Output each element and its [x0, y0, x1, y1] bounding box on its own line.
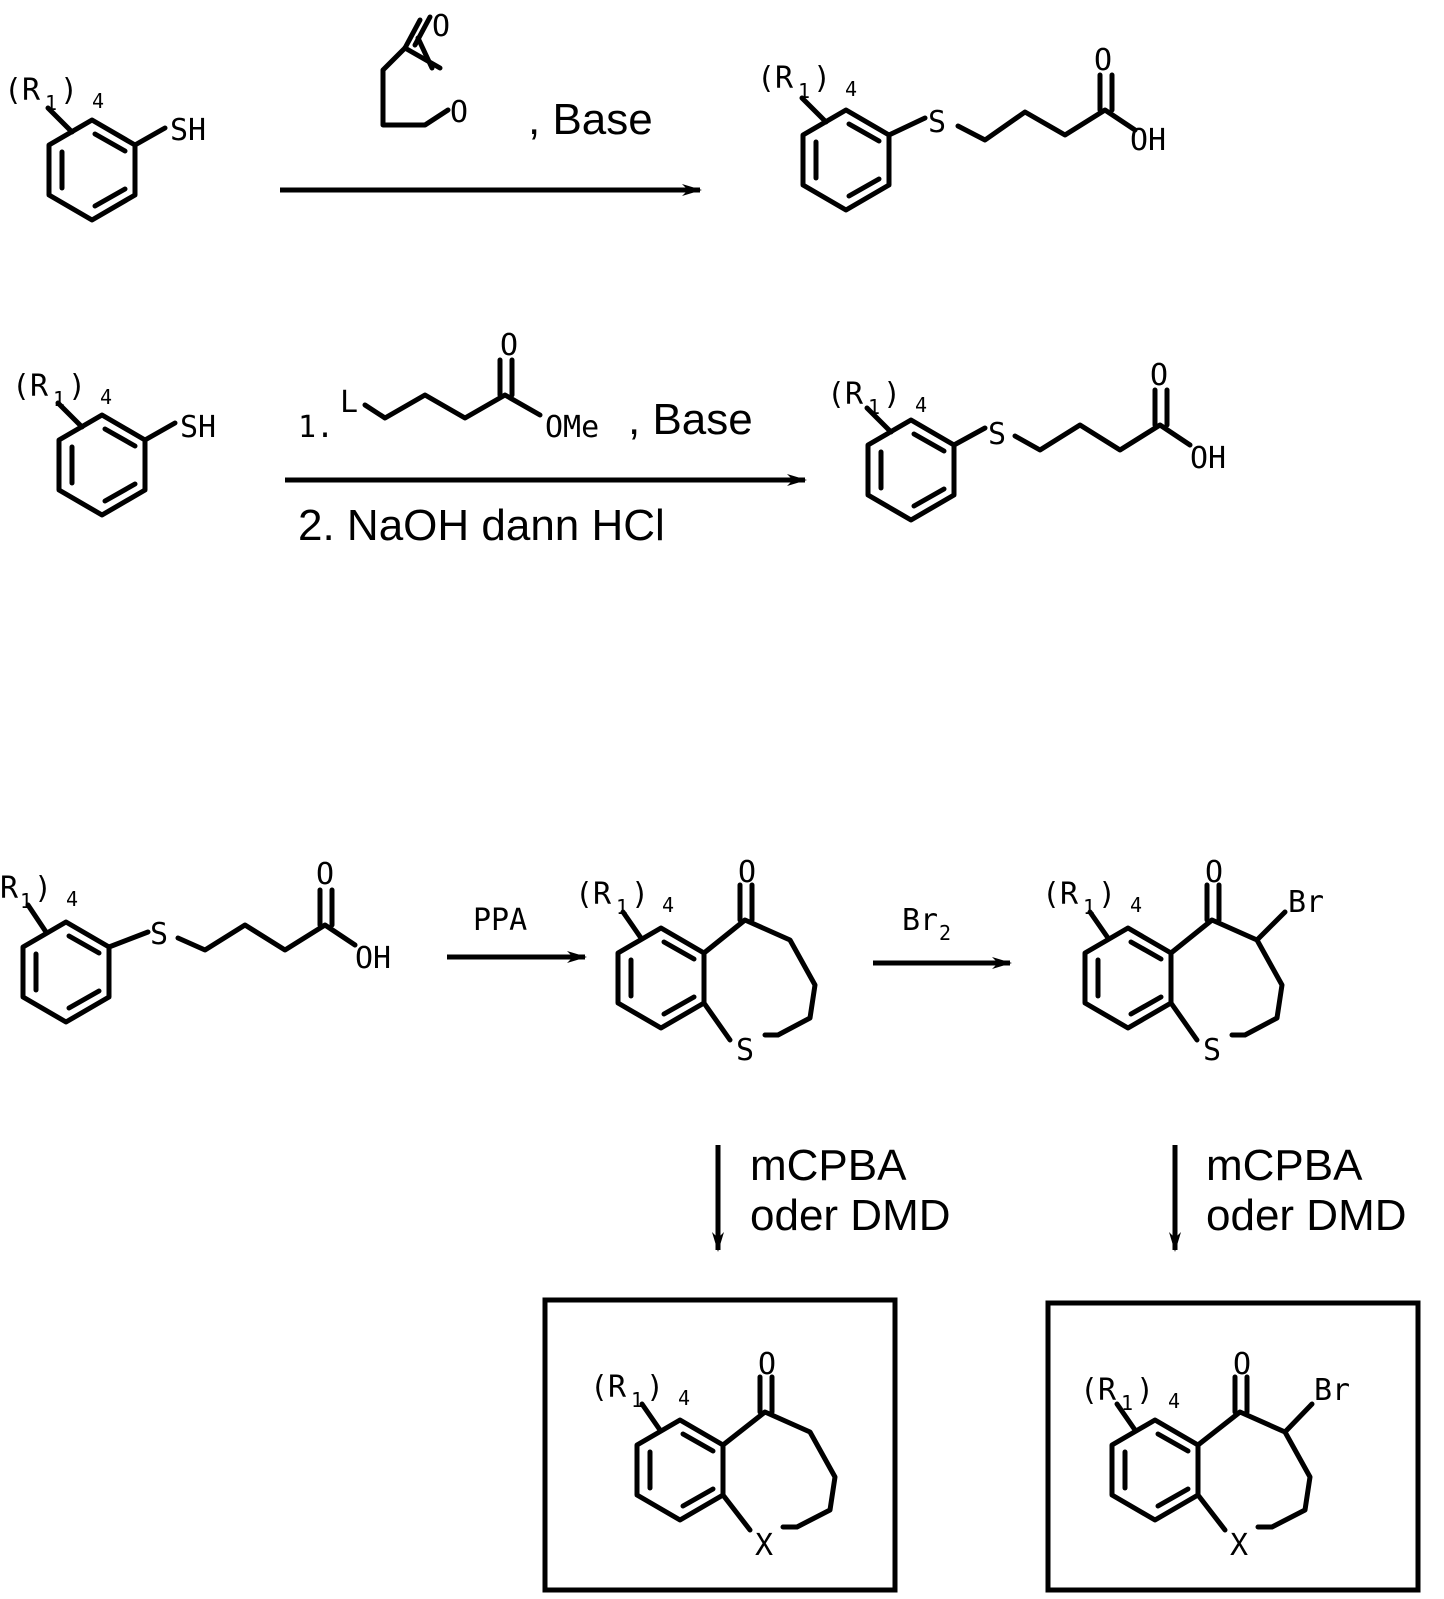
s-label: S [928, 105, 946, 140]
s-label: S [988, 417, 1006, 452]
thioether-acid-product-2: S O OH (R 1 ) 4 [827, 358, 1226, 520]
r-close-label: ) [883, 377, 901, 412]
ring-s-label: S [1203, 1033, 1221, 1068]
r-label: R [0, 871, 19, 906]
r-close-label: ) [60, 73, 78, 108]
bromo-benzothiepinone-structure: O Br S (R 1 ) 4 [1042, 855, 1324, 1068]
ring-s-label: S [736, 1033, 754, 1068]
r-open-label: (R [757, 61, 794, 96]
br2-label: Br [902, 903, 938, 938]
acid-o-label: O [316, 857, 334, 892]
r-count: 4 [1130, 893, 1142, 917]
r-open-label: (R [1080, 1373, 1117, 1408]
r-count: 4 [100, 385, 112, 409]
acid-o-label: O [1094, 43, 1112, 78]
r-subscript: 1 [53, 387, 65, 411]
x-label: X [1230, 1528, 1248, 1563]
r-subscript: 1 [20, 889, 32, 913]
leaving-group-label: L [340, 385, 358, 420]
ring-o-label: O [450, 95, 468, 130]
ome-label: OMe [545, 410, 599, 445]
oxidized-benzothiepinone-structure: O X (R 1 ) 4 [590, 1347, 835, 1563]
r-count: 4 [662, 893, 674, 917]
s-label: S [150, 917, 168, 952]
ketone-o-label: O [758, 1347, 776, 1382]
thioether-acid-product-1: S O OH (R 1 ) 4 [757, 43, 1166, 210]
r-subscript: 1 [868, 395, 880, 419]
r-open-label: (R [1042, 877, 1079, 912]
thioether-acid-starting-material: S O OH R 1 ) 4 [0, 857, 391, 1022]
step2-label: 2. NaOH dann HCl [298, 501, 665, 550]
base-reagent-label-2: , Base [628, 395, 753, 444]
ketone-o-label: O [738, 855, 756, 890]
oh-label: OH [355, 941, 391, 976]
oxidant-line2-right: oder DMD [1206, 1191, 1407, 1240]
r-open-label: (R [827, 377, 864, 412]
oxidized-bromo-benzothiepinone-structure: O Br X (R 1 ) 4 [1080, 1347, 1350, 1563]
r-close-label: ) [813, 61, 831, 96]
r-count: 4 [845, 77, 857, 101]
r-close-label: ) [1136, 1373, 1154, 1408]
ppa-label: PPA [473, 903, 527, 938]
x-label: X [755, 1528, 773, 1563]
r-close-label: ) [631, 877, 649, 912]
thiophenol-structure-2: SH (R 1 ) 4 [12, 369, 216, 515]
benzothiepinone-structure: O S (R 1 ) 4 [575, 855, 815, 1068]
br-label: Br [1314, 1373, 1350, 1408]
butyrolactone-structure: O O [383, 9, 468, 130]
ester-o-label: O [500, 328, 518, 363]
r-subscript: 1 [45, 91, 57, 115]
acid-o-label: O [1150, 358, 1168, 393]
r-close-label: ) [34, 871, 52, 906]
alkylating-agent-structure: 1. L O OMe [298, 328, 599, 445]
carbonyl-o-label: O [432, 9, 450, 44]
oxidant-line2-left: oder DMD [750, 1191, 951, 1240]
sh-label: SH [170, 113, 206, 148]
r-subscript: 1 [616, 895, 628, 919]
oh-label: OH [1130, 123, 1166, 158]
r-open-label: (R [12, 369, 49, 404]
r-count: 4 [915, 393, 927, 417]
r-count: 4 [92, 89, 104, 113]
br-label: Br [1288, 885, 1324, 920]
ketone-o-label: O [1233, 1347, 1251, 1382]
base-reagent-label: , Base [528, 95, 653, 144]
r-subscript: 1 [1121, 1391, 1133, 1415]
r-close-label: ) [1098, 877, 1116, 912]
thiophenol-structure-1: SH (R 1 ) 4 [4, 73, 206, 220]
r-close-label: ) [646, 1370, 664, 1405]
r-open-label: (R [4, 73, 41, 108]
r-count: 4 [678, 1386, 690, 1410]
sh-label: SH [180, 410, 216, 445]
r-subscript: 1 [1083, 895, 1095, 919]
r-subscript: 1 [798, 79, 810, 103]
r-open-label: (R [575, 877, 612, 912]
oh-label: OH [1190, 441, 1226, 476]
r-count: 4 [1168, 1389, 1180, 1413]
oxidant-line1-left: mCPBA [750, 1141, 907, 1190]
step1-label: 1. [298, 410, 334, 445]
r-close-label: ) [68, 369, 86, 404]
r-count: 4 [66, 887, 78, 911]
r-open-label: (R [590, 1370, 627, 1405]
oxidant-line1-right: mCPBA [1206, 1141, 1363, 1190]
r-subscript: 1 [631, 1388, 643, 1412]
br2-subscript: 2 [939, 921, 951, 945]
ketone-o-label: O [1205, 855, 1223, 890]
